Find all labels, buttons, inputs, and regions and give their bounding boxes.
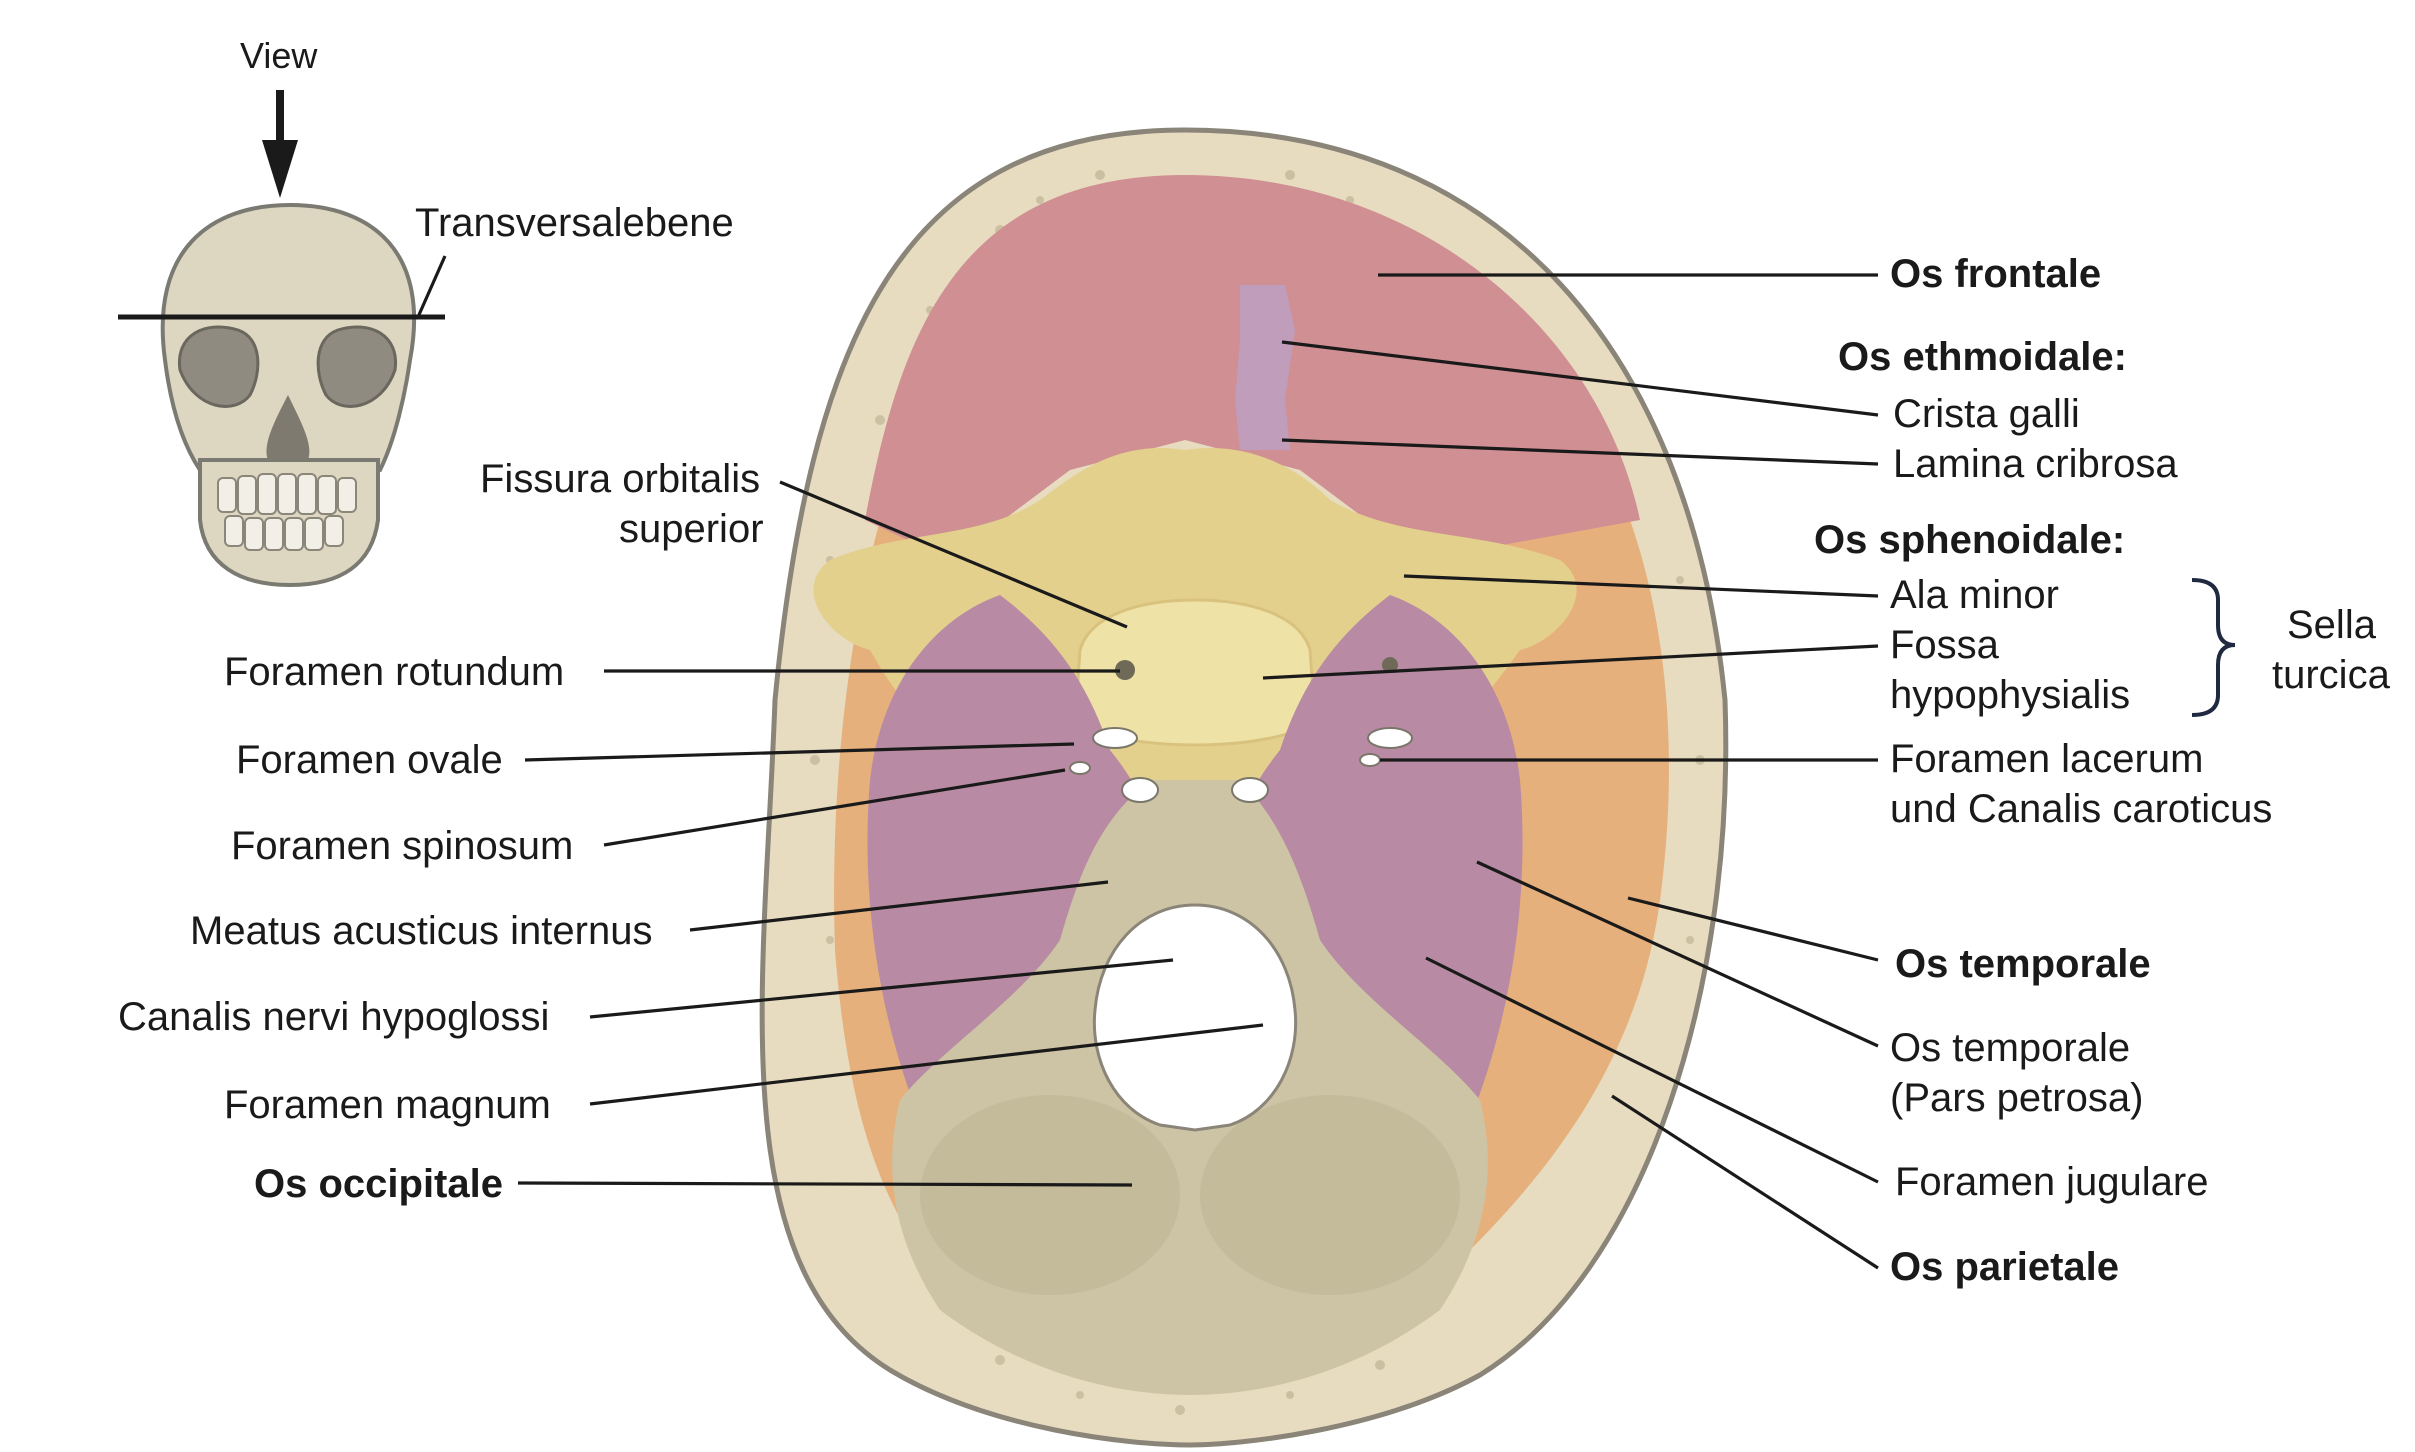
skull-inset: View T bbox=[118, 35, 734, 588]
label-os-occipitale: Os occipitale bbox=[254, 1162, 503, 1206]
label-foramen-spinosum: Foramen spinosum bbox=[231, 824, 573, 868]
label-os-ethmoidale: Os ethmoidale: bbox=[1838, 335, 2127, 379]
label-sella-line2: turcica bbox=[2272, 653, 2391, 697]
label-fossa-line2: hypophysialis bbox=[1890, 673, 2130, 717]
label-os-parietale: Os parietale bbox=[1890, 1245, 2119, 1289]
label-lacerum-line1: Foramen lacerum bbox=[1890, 737, 2203, 781]
label-petrosa-line1: Os temporale bbox=[1890, 1026, 2130, 1070]
label-os-frontale: Os frontale bbox=[1890, 252, 2101, 296]
os-ethmoidale-region bbox=[1235, 285, 1295, 450]
label-crista-galli: Crista galli bbox=[1893, 392, 2080, 436]
skull-teeth bbox=[217, 473, 357, 551]
view-label: View bbox=[240, 35, 318, 76]
label-foramen-rotundum: Foramen rotundum bbox=[224, 650, 564, 694]
label-foramen-magnum: Foramen magnum bbox=[224, 1083, 551, 1127]
skull-right-orbit bbox=[316, 325, 398, 408]
plane-label: Transversalebene bbox=[415, 201, 734, 245]
label-canalis-hypoglossi: Canalis nervi hypoglossi bbox=[118, 995, 549, 1039]
label-petrosa-line2: (Pars petrosa) bbox=[1890, 1076, 2143, 1120]
label-fossa-line1: Fossa bbox=[1890, 623, 2000, 667]
foramen-rotundum-mark bbox=[1115, 660, 1135, 680]
occipital-fossa-right bbox=[1200, 1095, 1460, 1295]
view-arrow-icon bbox=[262, 90, 298, 198]
label-foramen-jugulare: Foramen jugulare bbox=[1895, 1160, 2209, 1204]
label-os-temporale: Os temporale bbox=[1895, 942, 2151, 986]
sella-bracket bbox=[2191, 578, 2236, 717]
label-meatus: Meatus acusticus internus bbox=[190, 909, 652, 953]
label-os-sphenoidale: Os sphenoidale: bbox=[1814, 518, 2125, 562]
fissura-mark bbox=[1382, 657, 1398, 673]
skull-left-orbit bbox=[177, 325, 260, 408]
label-lacerum-line2: und Canalis caroticus bbox=[1890, 787, 2272, 831]
foramen-magnum bbox=[1092, 903, 1298, 1132]
cranial-base bbox=[759, 127, 1729, 1448]
label-sella-line1: Sella bbox=[2287, 603, 2377, 647]
label-ala-minor: Ala minor bbox=[1890, 573, 2059, 617]
label-lamina-cribrosa: Lamina cribrosa bbox=[1893, 442, 2178, 486]
left-labels: Fissura orbitalis superior Foramen rotun… bbox=[118, 457, 764, 1206]
label-fissura-line1: Fissura orbitalis bbox=[480, 457, 760, 501]
skull-nasal-cavity bbox=[266, 395, 310, 460]
leader-lines bbox=[517, 273, 1879, 1270]
label-fissura-line2: superior bbox=[619, 507, 764, 551]
label-foramen-ovale: Foramen ovale bbox=[236, 738, 503, 782]
sella-turcica-region bbox=[1073, 598, 1317, 747]
right-labels: Os frontale Os ethmoidale: Crista galli … bbox=[1814, 252, 2391, 1289]
occipital-fossa-left bbox=[920, 1095, 1180, 1295]
